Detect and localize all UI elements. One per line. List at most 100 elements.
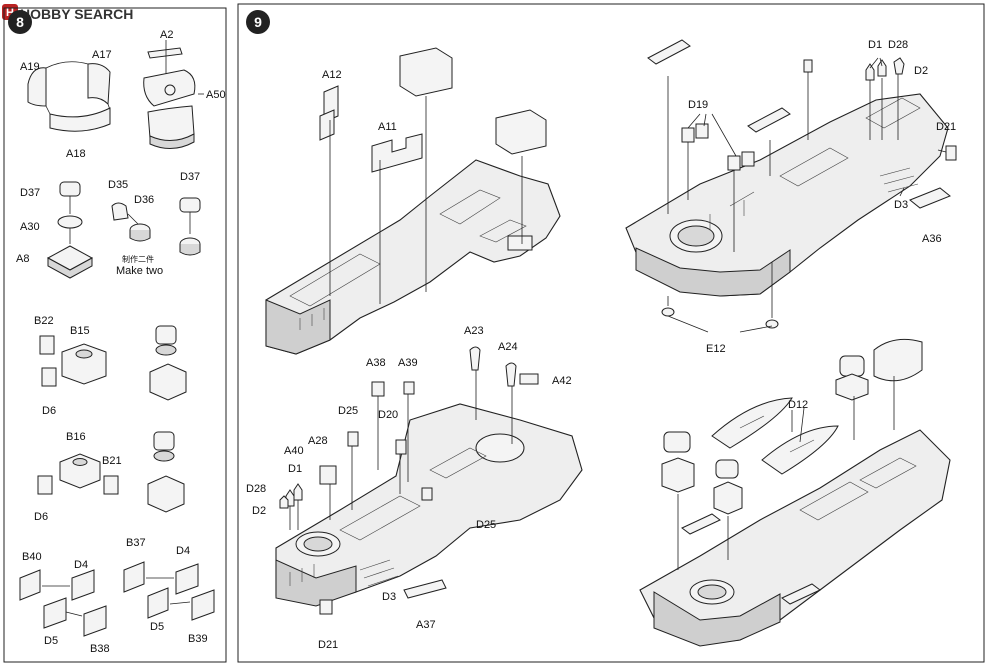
hull-deck-c: [275, 403, 583, 605]
part-d37a: [59, 181, 81, 197]
label-b39: B39: [188, 633, 208, 645]
label-a23: A23: [464, 325, 484, 337]
part-d4a: [71, 569, 95, 601]
part-gun-turret-a: [647, 39, 691, 65]
step8-panel: [3, 7, 227, 663]
label-a30: A30: [20, 221, 40, 233]
part-b40: [19, 569, 41, 601]
label-b15: B15: [70, 325, 90, 337]
label-b37: B37: [126, 537, 146, 549]
part-a37: [403, 579, 447, 599]
step8-badge: 8: [8, 10, 32, 34]
label-a24: A24: [498, 341, 518, 353]
step9-parts-upper-left: [319, 47, 547, 304]
note-make-two: Make two: [116, 265, 163, 277]
label-d4b: D4: [176, 545, 190, 557]
label-d28b: D28: [246, 483, 266, 495]
part-b37: [123, 561, 145, 593]
label-d12: D12: [788, 399, 808, 411]
label-a40: A40: [284, 445, 304, 457]
label-d1: D1: [868, 39, 882, 51]
label-d21b: D21: [318, 639, 338, 651]
label-d25a: D25: [338, 405, 358, 417]
label-a18: A18: [66, 148, 86, 160]
step9-badge: 9: [246, 10, 270, 34]
label-a39: A39: [398, 357, 418, 369]
step9-superstructure-lower-left: [275, 403, 583, 607]
part-d2: [893, 57, 905, 75]
label-a28: A28: [308, 435, 328, 447]
note-chinese: 制作二件: [122, 254, 154, 264]
step9-parts-upper-right: [647, 39, 957, 333]
label-d20: D20: [378, 409, 398, 421]
label-d35: D35: [108, 179, 128, 191]
label-d21: D21: [936, 121, 956, 133]
step9-superstructure-lower-right: [639, 338, 951, 647]
part-d5a: [43, 597, 67, 629]
step9-superstructure-upper-left: [265, 159, 561, 355]
part-d37b: [179, 197, 201, 213]
part-a17: [87, 63, 111, 106]
part-gun-turret-b: [747, 107, 791, 133]
part-b39: [191, 589, 215, 621]
part-a18: [49, 107, 111, 132]
label-d5b: D5: [150, 621, 164, 633]
part-d6b: [37, 475, 53, 495]
part-d20: [395, 439, 407, 455]
part-a38: [371, 381, 385, 397]
part-a11: [371, 133, 423, 173]
label-a42: A42: [552, 375, 572, 387]
part-e12a: [661, 307, 675, 317]
step9-parts-lower-left: [279, 346, 539, 615]
part-d19a: [681, 127, 695, 143]
step8-panels: [19, 561, 215, 637]
label-a37: A37: [416, 619, 436, 631]
label-a19: A19: [20, 61, 40, 73]
part-d35: [111, 202, 129, 221]
step8-shield-assembly: [27, 40, 204, 149]
step8-box-b15: [39, 325, 187, 401]
label-d3: D3: [894, 199, 908, 211]
label-d36: D36: [134, 194, 154, 206]
label-b16: B16: [66, 431, 86, 443]
label-d5a: D5: [44, 635, 58, 647]
label-b21: B21: [102, 455, 122, 467]
part-a2: [147, 47, 183, 59]
label-a11: A11: [378, 121, 397, 133]
label-d37a: D37: [20, 187, 40, 199]
step9-number: 9: [254, 14, 262, 30]
part-a39: [403, 381, 415, 395]
label-a17: A17: [92, 49, 112, 61]
part-box-a: [399, 47, 453, 97]
label-d25b: D25: [476, 519, 496, 531]
label-d6b: D6: [34, 511, 48, 523]
part-b38: [83, 605, 107, 637]
part-a19: [27, 67, 47, 107]
part-a24: [505, 362, 517, 387]
part-d12a: [711, 397, 793, 449]
step9-superstructure-upper-right: [625, 93, 949, 297]
label-b38: B38: [90, 643, 110, 655]
part-d21: [945, 145, 957, 161]
label-b22: B22: [34, 315, 54, 327]
part-b22: [39, 335, 55, 355]
part-d28: [877, 59, 887, 77]
label-e12: E12: [706, 343, 726, 355]
part-a28: [319, 465, 337, 485]
label-a12: A12: [322, 69, 342, 81]
part-d1: [865, 63, 875, 81]
label-d2b: D2: [252, 505, 266, 517]
part-a23: [469, 346, 481, 371]
label-d4a: D4: [74, 559, 88, 571]
label-d1b: D1: [288, 463, 302, 475]
part-d4b: [175, 563, 199, 595]
label-d6a: D6: [42, 405, 56, 417]
label-a36: A36: [922, 233, 942, 245]
label-a50: A50: [206, 89, 226, 101]
part-box-b: [495, 109, 547, 155]
part-b21: [103, 475, 119, 495]
part-d6a: [41, 367, 57, 387]
label-d19: D19: [688, 99, 708, 111]
